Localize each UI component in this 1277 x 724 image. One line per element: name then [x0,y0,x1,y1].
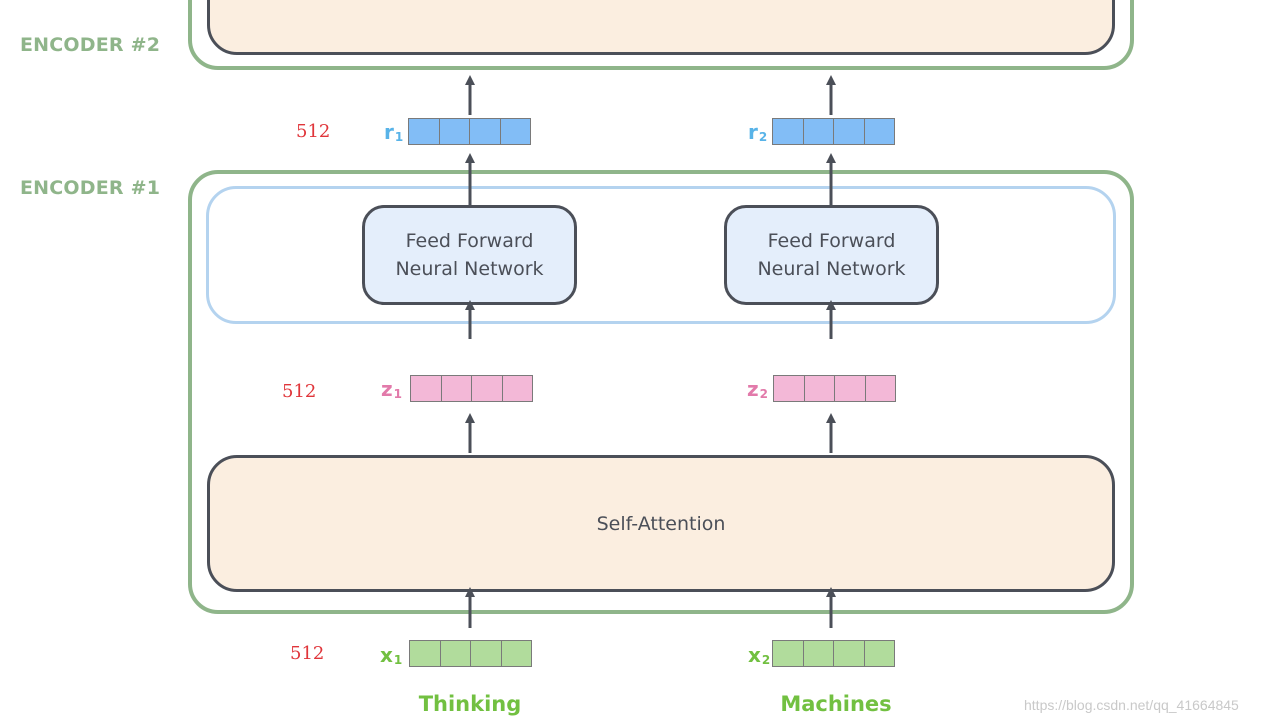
r1-vector [408,118,531,145]
ffn-box-right: Feed Forward Neural Network [724,205,939,305]
r1-index: 1 [394,130,404,144]
z1-index: 1 [393,387,402,401]
encoder-2-inner-layer [207,0,1115,55]
r2-vector [772,118,895,145]
z1-letter: z [381,377,393,401]
x1-index: 1 [393,653,403,667]
encoder-1-label: ENCODER #1 [20,177,161,199]
encoder-2-box [188,0,1134,70]
r1-dimension: 512 [296,121,331,142]
z1-label: z1 [381,377,402,401]
self-attention-box: Self-Attention [207,455,1115,592]
ffn-container [206,186,1116,324]
watermark: https://blog.csdn.net/qq_41664845 [1024,697,1239,713]
self-attention-label: Self-Attention [596,512,726,535]
ffn-left-line2: Neural Network [395,258,544,280]
x1-label: x1 [380,643,402,667]
z2-letter: z [747,377,759,401]
z2-index: 2 [759,387,768,401]
z2-vector [773,375,896,402]
r2-letter: r [748,120,758,144]
x1-letter: x [380,643,393,667]
z2-label: z2 [747,377,768,401]
x2-label: x2 [748,643,770,667]
input-word-thinking: Thinking [418,692,522,716]
x2-vector [772,640,895,667]
x1-vector [409,640,532,667]
ffn-box-left: Feed Forward Neural Network [362,205,577,305]
r2-label: r2 [748,120,767,144]
r1-label: r1 [384,120,403,144]
r2-index: 2 [758,130,768,144]
ffn-right-line2: Neural Network [757,258,906,280]
x2-index: 2 [761,653,771,667]
ffn-left-line1: Feed Forward [405,230,534,252]
ffn-right-line1: Feed Forward [767,230,896,252]
x1-dimension: 512 [290,643,325,664]
input-word-machines: Machines [780,692,892,716]
encoder-1-box [188,170,1134,614]
z1-vector [410,375,533,402]
r1-letter: r [384,120,394,144]
encoder-2-label: ENCODER #2 [20,34,161,56]
z1-dimension: 512 [282,381,317,402]
x2-letter: x [748,643,761,667]
